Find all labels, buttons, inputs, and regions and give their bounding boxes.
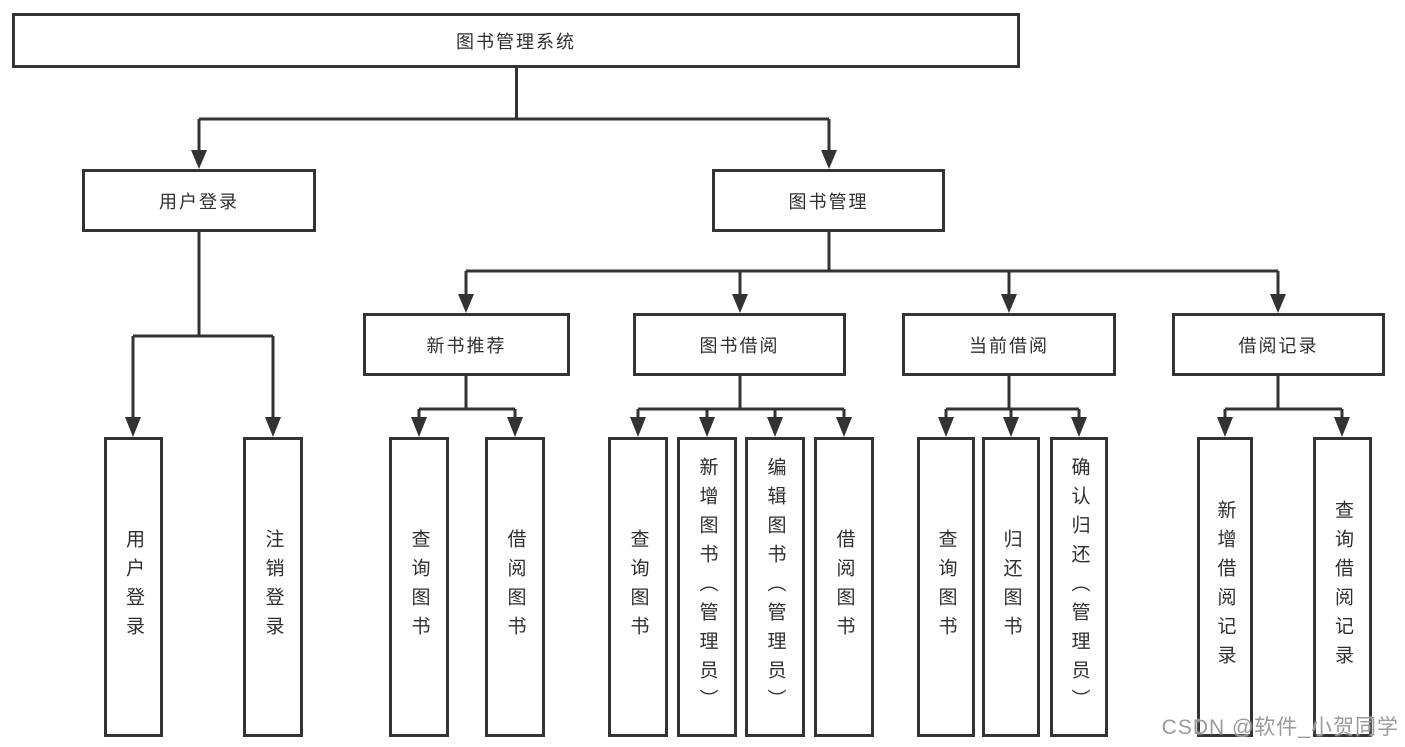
csdn-watermark: CSDN @软件_小贺同学 bbox=[1161, 716, 1399, 739]
arrowhead bbox=[1334, 417, 1350, 437]
arrowhead bbox=[938, 417, 954, 437]
arrowhead bbox=[1071, 417, 1087, 437]
node-leaf-edit-books-admin: 编辑图书（管理员） bbox=[745, 437, 805, 737]
arrowhead bbox=[458, 294, 474, 313]
node-leaf-logout: 注销登录 bbox=[243, 437, 303, 737]
node-leaf-cur-query-books-label: 查询图书 bbox=[935, 529, 957, 645]
arrowhead bbox=[732, 294, 748, 313]
arrowhead bbox=[125, 417, 141, 437]
node-book-mgmt-label: 图书管理 bbox=[788, 191, 869, 212]
node-leaf-query-borrow-record-label: 查询借阅记录 bbox=[1332, 500, 1353, 674]
node-leaf-add-books-admin: 新增图书（管理员） bbox=[677, 437, 737, 737]
node-borrow-records: 借阅记录 bbox=[1172, 313, 1385, 376]
node-leaf-rec-borrow-books-label: 借阅图书 bbox=[504, 529, 526, 645]
connector-book-borrow-to-leaves bbox=[630, 376, 852, 437]
arrowhead bbox=[630, 417, 646, 437]
node-new-book-rec-label: 新书推荐 bbox=[426, 335, 507, 356]
arrowhead bbox=[699, 417, 715, 437]
connector-new-book-rec-to-leaves bbox=[411, 376, 523, 437]
connector-root-to-level2 bbox=[191, 68, 837, 169]
arrowhead bbox=[1003, 417, 1019, 437]
arrowhead bbox=[507, 417, 523, 437]
node-leaf-bor-query-books-label: 查询图书 bbox=[627, 529, 649, 645]
node-leaf-user-login: 用户登录 bbox=[104, 437, 163, 737]
node-book-borrow-label: 图书借阅 bbox=[699, 335, 780, 356]
node-borrow-records-label: 借阅记录 bbox=[1238, 335, 1319, 356]
node-leaf-cur-query-books: 查询图书 bbox=[917, 437, 975, 737]
connector-current-borrow-to-leaves bbox=[938, 376, 1087, 437]
node-leaf-add-borrow-record: 新增借阅记录 bbox=[1197, 437, 1253, 737]
node-current-borrow-label: 当前借阅 bbox=[969, 335, 1049, 356]
arrowhead bbox=[1217, 417, 1233, 437]
arrowhead bbox=[1270, 294, 1286, 313]
arrowhead bbox=[191, 150, 207, 169]
node-root-label: 图书管理系统 bbox=[456, 31, 576, 52]
node-new-book-rec: 新书推荐 bbox=[363, 313, 570, 376]
arrowhead bbox=[836, 417, 852, 437]
node-leaf-bor-query-books: 查询图书 bbox=[608, 437, 668, 737]
node-leaf-confirm-return-admin-label: 确认归还（管理员） bbox=[1068, 456, 1090, 718]
node-user-login: 用户登录 bbox=[82, 169, 316, 232]
node-leaf-edit-books-admin-label: 编辑图书（管理员） bbox=[764, 456, 786, 718]
node-leaf-query-borrow-record: 查询借阅记录 bbox=[1313, 437, 1372, 737]
node-user-login-label: 用户登录 bbox=[159, 191, 239, 212]
node-root: 图书管理系统 bbox=[12, 13, 1020, 68]
node-leaf-user-login-label: 用户登录 bbox=[123, 529, 144, 645]
node-book-borrow: 图书借阅 bbox=[633, 313, 846, 376]
node-leaf-rec-borrow-books: 借阅图书 bbox=[485, 437, 545, 737]
arrowhead bbox=[821, 150, 837, 169]
node-leaf-bor-borrow-books-label: 借阅图书 bbox=[833, 529, 855, 645]
connector-book-mgmt-to-level3 bbox=[458, 232, 1286, 313]
node-leaf-rec-query-books: 查询图书 bbox=[389, 437, 449, 737]
node-leaf-add-borrow-record-label: 新增借阅记录 bbox=[1214, 500, 1236, 674]
connector-user-login-to-leaves bbox=[125, 232, 281, 437]
node-leaf-return-books: 归还图书 bbox=[982, 437, 1040, 737]
connector-borrow-records-to-leaves bbox=[1217, 376, 1350, 437]
node-leaf-return-books-label: 归还图书 bbox=[1000, 529, 1022, 645]
arrowhead bbox=[411, 417, 427, 437]
arrowhead bbox=[265, 417, 281, 437]
node-leaf-confirm-return-admin: 确认归还（管理员） bbox=[1050, 437, 1108, 737]
node-leaf-rec-query-books-label: 查询图书 bbox=[408, 529, 430, 645]
node-book-mgmt: 图书管理 bbox=[712, 169, 945, 232]
arrowhead bbox=[1001, 294, 1017, 313]
node-leaf-bor-borrow-books: 借阅图书 bbox=[814, 437, 874, 737]
arrowhead bbox=[767, 417, 783, 437]
node-current-borrow: 当前借阅 bbox=[902, 313, 1116, 376]
node-leaf-add-books-admin-label: 新增图书（管理员） bbox=[696, 456, 718, 718]
node-leaf-logout-label: 注销登录 bbox=[262, 529, 284, 645]
